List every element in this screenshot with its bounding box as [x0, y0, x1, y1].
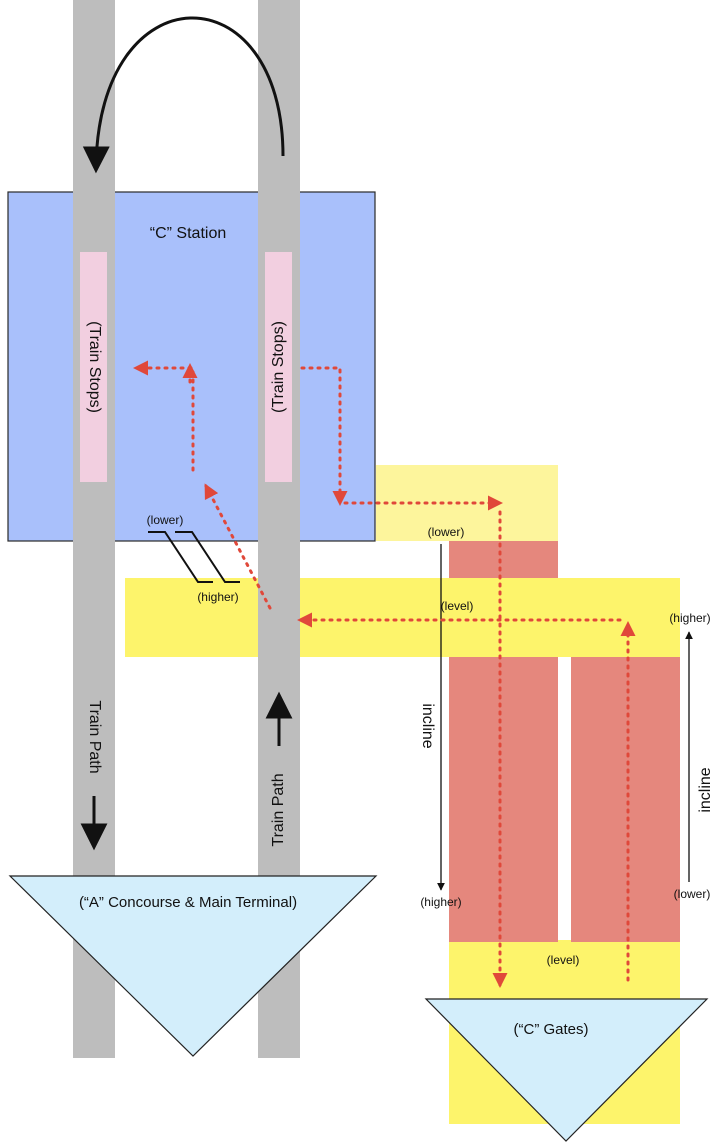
train-stop-right	[265, 252, 292, 482]
stairs-icon	[148, 531, 240, 583]
level-walkway	[125, 578, 680, 657]
c-station-title: “C” Station	[150, 225, 226, 242]
train-stop-left	[80, 252, 107, 482]
c-gates-triangle	[424, 998, 709, 1142]
u-turn-arrow-icon	[82, 16, 285, 174]
ramp-left-higher-label: (higher)	[420, 895, 461, 909]
walkway-level-label: (level)	[441, 599, 474, 613]
incline-label-left: incline	[419, 703, 436, 748]
train-path-label-left: Train Path	[86, 700, 103, 773]
ramp-left-lower-label: (lower)	[428, 525, 465, 539]
gates-level-label: (level)	[547, 953, 580, 967]
stairs-higher-label: (higher)	[197, 590, 238, 604]
ramp-right-higher-label: (higher)	[669, 611, 710, 625]
train-stops-label-right: (Train Stops)	[270, 321, 287, 413]
ramp-right-lower-label: (lower)	[674, 887, 711, 901]
train-path-label-right: Train Path	[270, 773, 287, 846]
dotted-route-arrow-icon	[133, 360, 636, 988]
c-gates-label: (“C” Gates)	[514, 1021, 589, 1038]
a-concourse-triangle	[8, 875, 378, 1057]
incline-label-right: incline	[697, 767, 714, 812]
train-stops-label-left: (Train Stops)	[86, 321, 103, 413]
a-concourse-label: (“A” Concourse & Main Terminal)	[79, 894, 297, 911]
stairs-lower-label: (lower)	[147, 513, 184, 527]
